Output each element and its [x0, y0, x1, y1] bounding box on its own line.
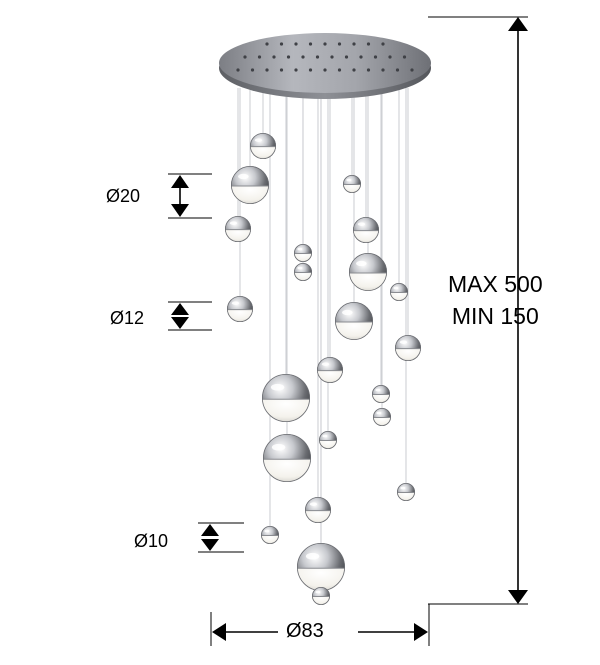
canopy-dot: [366, 42, 371, 46]
sphere-pendant: [260, 526, 279, 545]
canopy-dot: [294, 68, 298, 72]
canopy-dot: [286, 55, 291, 59]
canopy-dot: [250, 68, 255, 72]
glass-diffuser: [317, 370, 343, 383]
sphere-pendant: [371, 384, 390, 403]
canopy-dot: [265, 68, 269, 72]
canopy-dot: [352, 42, 356, 46]
sphere-pendant: [334, 301, 373, 340]
sphere-pendant: [296, 543, 345, 592]
sphere-pendant: [389, 282, 408, 301]
canopy-dots: [236, 42, 414, 72]
sphere-pendant: [226, 295, 253, 322]
glass-diffuser: [297, 568, 345, 591]
canopy-dot: [308, 42, 313, 46]
sphere-pendant: [293, 262, 312, 281]
glass-diffuser: [335, 321, 373, 340]
sphere-pendant: [311, 587, 330, 606]
sphere-pendants: [224, 132, 421, 606]
sphere-pendant: [342, 174, 361, 193]
glass-diffuser: [225, 229, 251, 242]
height-min-label: MIN 150: [451, 303, 539, 329]
glass-diffuser: [397, 492, 415, 501]
canopy-dot: [308, 68, 313, 72]
canopy-dot: [323, 42, 327, 46]
sphere-pendant: [230, 165, 269, 204]
diameter-10-dimension: [198, 522, 244, 553]
canopy-dot: [301, 55, 305, 59]
sphere-pendant: [348, 252, 387, 291]
height-arrow-bottom: [508, 590, 528, 604]
glass-diffuser: [353, 230, 379, 243]
canopy-dot: [337, 42, 342, 46]
sphere-pendant: [224, 215, 251, 242]
canopy-dot: [352, 68, 356, 72]
glass-diffuser: [231, 185, 269, 204]
canopy-dot: [279, 42, 284, 46]
canopy-dot: [395, 68, 400, 72]
glass-diffuser: [373, 417, 391, 426]
glass-diffuser: [250, 146, 276, 159]
sphere-pendant: [396, 482, 415, 501]
canopy-dot: [388, 55, 392, 59]
canopy-dot: [410, 68, 414, 72]
diameter-12-label: Ø12: [110, 308, 145, 328]
canopy-diameter-label: Ø83: [286, 620, 324, 642]
canopy-dot: [272, 55, 276, 59]
glass-diffuser: [390, 292, 408, 301]
canopy-dot: [265, 42, 269, 46]
sphere-pendant: [394, 334, 421, 361]
sphere-pendant: [249, 132, 276, 159]
glass-diffuser: [395, 348, 421, 361]
canopy-dot: [402, 55, 407, 59]
canopy-dot: [381, 42, 385, 46]
canopy-dot: [257, 55, 262, 59]
glass-diffuser: [319, 440, 337, 449]
canopy-dot: [243, 55, 247, 59]
sphere-pendant: [261, 373, 310, 422]
diameter-83-dimension: [210, 604, 430, 646]
sphere-pendant: [304, 496, 331, 523]
canopy-dot: [294, 42, 298, 46]
glass-diffuser: [294, 253, 312, 262]
height-dimension: [428, 16, 528, 605]
diameter-10-label: Ø10: [134, 531, 169, 551]
diameter-20-dimension: [168, 173, 212, 219]
height-arrow-top: [508, 17, 528, 31]
sphere-pendant: [318, 430, 337, 449]
sphere-pendant: [293, 243, 312, 262]
canopy-dot: [344, 55, 349, 59]
glass-diffuser: [261, 535, 279, 544]
glass-diffuser: [343, 184, 361, 193]
height-range-label: MAX 500 MIN 150: [448, 268, 543, 332]
ceiling-canopy: [219, 33, 431, 99]
glass-diffuser: [312, 596, 330, 605]
diameter-20-label: Ø20: [106, 186, 141, 206]
canopy-dot: [337, 68, 342, 72]
canopy-dot: [279, 68, 284, 72]
glass-diffuser: [262, 399, 310, 422]
canopy-dot: [330, 55, 334, 59]
canopy-dot: [236, 68, 240, 72]
canopy-dot: [323, 68, 327, 72]
sphere-pendant: [262, 433, 311, 482]
glass-diffuser: [349, 272, 387, 291]
canopy-dot: [366, 68, 371, 72]
glass-diffuser: [263, 459, 311, 482]
canopy-dot: [381, 68, 385, 72]
glass-diffuser: [305, 510, 331, 523]
height-max-label: MAX 500: [448, 271, 543, 297]
glass-diffuser: [227, 309, 253, 322]
diameter-12-dimension: [168, 301, 212, 331]
canopy-dot: [373, 55, 378, 59]
sphere-pendant: [372, 407, 391, 426]
sphere-pendant: [316, 356, 343, 383]
canopy-dot: [315, 55, 320, 59]
glass-diffuser: [372, 394, 390, 403]
glass-diffuser: [294, 272, 312, 281]
canopy-dot: [359, 55, 363, 59]
sphere-pendant: [352, 216, 379, 243]
